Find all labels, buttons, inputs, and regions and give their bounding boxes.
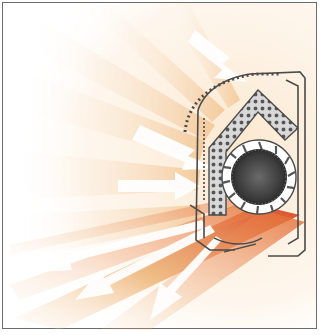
fan-wheel-icon	[222, 140, 296, 214]
